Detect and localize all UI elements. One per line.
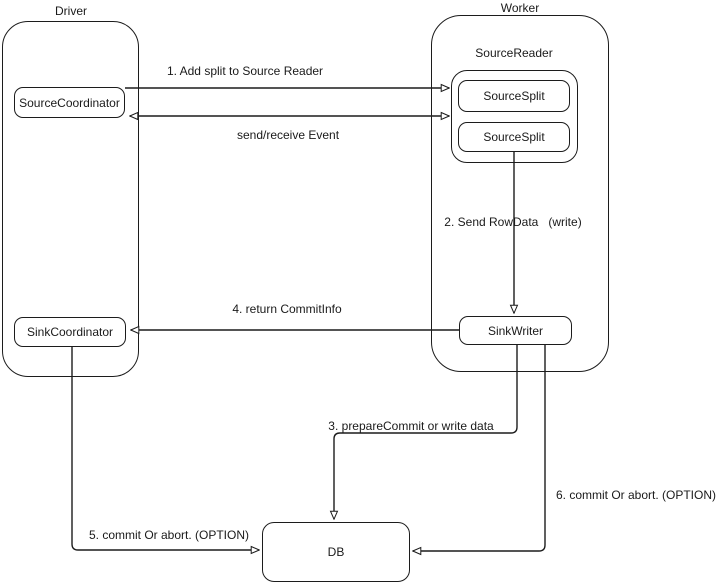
sink-writer-node: SinkWriter xyxy=(459,316,572,345)
worker-container-title: Worker xyxy=(500,1,540,15)
edge-add-split-label: 1. Add split to Source Reader xyxy=(166,64,324,78)
source-coordinator-node: SourceCoordinator xyxy=(14,87,125,118)
db-node: DB xyxy=(262,522,410,582)
edge-send-rowdata-label: 2. Send RowData (write) xyxy=(444,215,582,229)
edge-prepare-commit-label: 3. prepareCommit or write data xyxy=(328,419,494,433)
sink-coordinator-node: SinkCoordinator xyxy=(14,317,126,347)
edge-commit-coordinator-line xyxy=(71,347,259,550)
source-reader-label: SourceReader xyxy=(475,46,553,60)
edge-return-commitinfo-label: 4. return CommitInfo xyxy=(232,302,342,316)
edge-send-receive-event-label: send/receive Event xyxy=(236,128,340,142)
edge-commit-coordinator-label: 5. commit Or abort. (OPTION) xyxy=(88,528,250,542)
edge-commit-writer-line xyxy=(413,345,546,551)
source-split-2-node: SourceSplit xyxy=(458,122,570,152)
edge-commit-writer-label: 6. commit Or abort. (OPTION) xyxy=(555,488,717,502)
driver-container-title: Driver xyxy=(55,4,87,18)
source-split-1-node: SourceSplit xyxy=(458,80,570,112)
driver-container xyxy=(2,21,139,377)
